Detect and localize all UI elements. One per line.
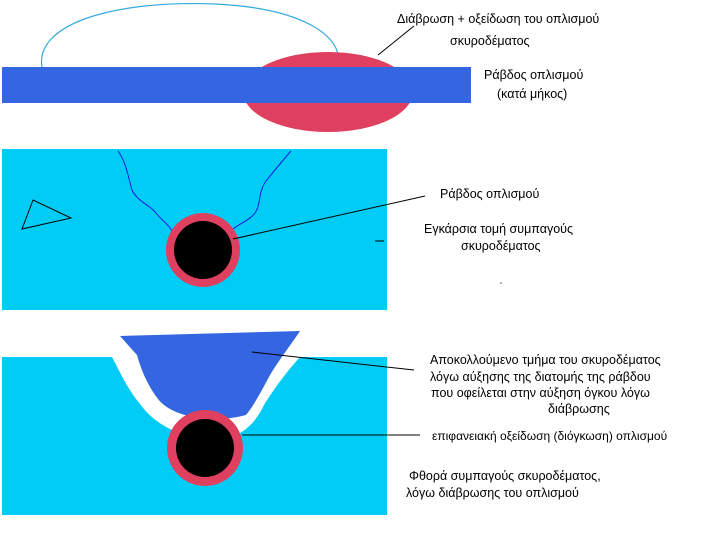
leader-corrosion — [377, 25, 415, 56]
crack-right — [231, 150, 292, 231]
spalled-fragment — [120, 331, 300, 419]
corrosion-outline-arc — [41, 2, 340, 68]
stray-dot — [500, 282, 502, 284]
label-corrosion-oxidation: Διάβρωση + οξείδωση του οπλισμού σκυροδέ… — [397, 12, 603, 48]
leader-rebar — [232, 195, 426, 240]
label-spalled-line1: Αποκολλούμενο τμήμα του σκυροδέματος — [430, 353, 661, 367]
label-corrosion-oxidation-line1: Διάβρωση + οξείδωση του οπλισμού — [397, 12, 599, 26]
label-cross-section: Εγκάρσια τομή συμπαγούς σκυροδέματος — [424, 222, 577, 253]
label-spalled-line2: λόγω αύξησης της διατομής της ράβδου — [430, 370, 651, 384]
label-spalled-line4: διάβρωσης — [548, 402, 610, 416]
label-rebar-longitudinal-line1: Ράβδος οπλισμού — [484, 68, 583, 82]
label-degradation-line1: Φθορά συμπαγούς σκυροδέματος, — [409, 469, 601, 483]
panel-spalling: Αποκολλούμενο τμήμα του σκυροδέματος λόγ… — [2, 331, 667, 515]
rebar-core-cross-section — [174, 221, 232, 279]
panel-longitudinal: Διάβρωση + οξείδωση του οπλισμού σκυροδέ… — [2, 2, 603, 132]
rebar-core-spalling — [176, 419, 234, 477]
label-rebar: Ράβδος οπλισμού — [440, 187, 539, 201]
label-surface-oxidation: επιφανειακή οξείδωση (διόγκωση) οπλισμού — [432, 429, 667, 443]
label-degradation-line2: λόγω διάβρωσης του οπλισμού — [406, 486, 579, 500]
label-corrosion-oxidation-line2: σκυροδέματος — [450, 34, 530, 48]
leader-spalled — [251, 351, 415, 371]
rebar-longitudinal — [2, 67, 471, 103]
label-rebar-longitudinal-line2: (κατά μήκος) — [497, 87, 567, 101]
label-spalled-line3: που οφείλεται στην αύξηση όγκου λόγω — [431, 386, 650, 400]
label-spalled-part: Αποκολλούμενο τμήμα του σκυροδέματος λόγ… — [430, 353, 664, 416]
label-rebar-longitudinal: Ράβδος οπλισμού (κατά μήκος) — [484, 68, 587, 101]
label-cross-section-line2: σκυροδέματος — [461, 239, 541, 253]
label-cross-section-line1: Εγκάρσια τομή συμπαγούς — [424, 222, 573, 236]
triangle-marker — [21, 199, 73, 230]
label-degradation: Φθορά συμπαγούς σκυροδέματος, λόγω διάβρ… — [406, 469, 604, 500]
crack-left — [117, 150, 173, 233]
panel-cross-section: Ράβδος οπλισμού Εγκάρσια τομή συμπαγούς … — [2, 149, 577, 310]
